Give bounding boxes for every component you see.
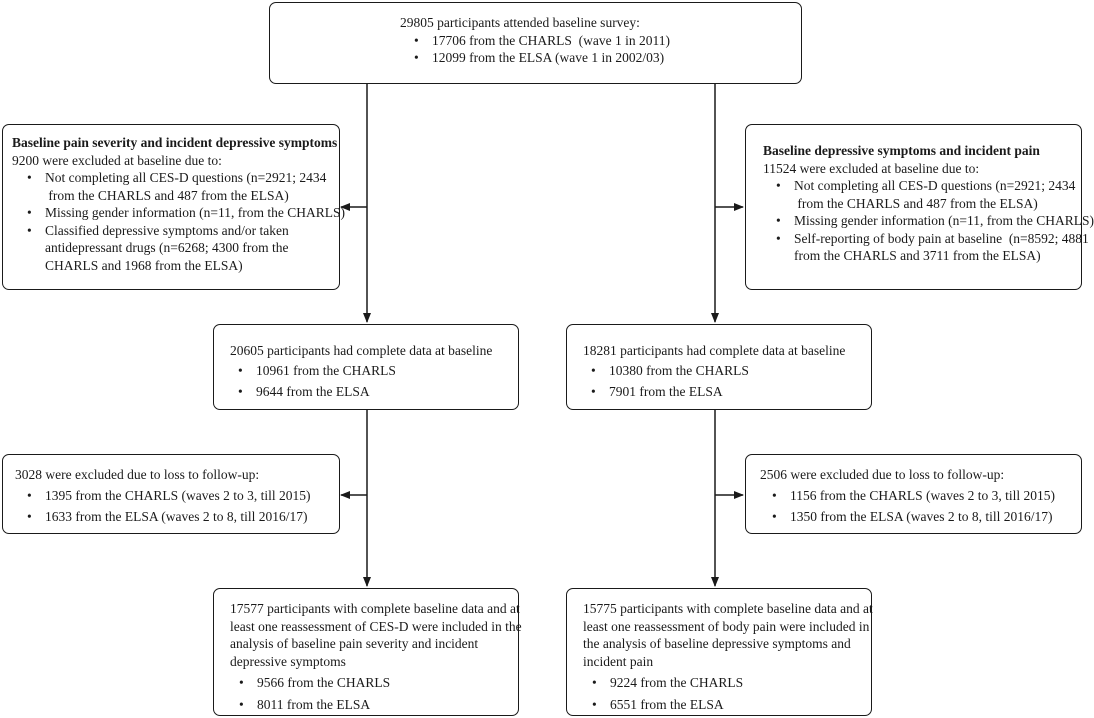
bullet-list: Not completing all CES-D questions (n=29… [776, 177, 1094, 265]
list-item: 17706 from the CHARLS (wave 1 in 2011) [414, 32, 801, 50]
list-item: 9224 from the CHARLS [592, 674, 871, 692]
box-header: 2506 were excluded due to loss to follow… [760, 467, 1005, 482]
list-item: 10961 from the CHARLS [238, 362, 518, 380]
list-item: 10380 from the CHARLS [591, 362, 871, 380]
left-exclusion-box: Baseline pain severity and incident depr… [2, 124, 345, 290]
list-item: 9644 from the ELSA [238, 383, 518, 401]
list-item: 8011 from the ELSA [239, 696, 518, 714]
box-header: 29805 participants attended baseline sur… [400, 15, 640, 30]
left-loss-to-followup-box: 3028 were excluded due to loss to follow… [2, 454, 340, 534]
list-item: 1633 from the ELSA (waves 2 to 8, till 2… [27, 508, 339, 526]
right-loss-to-followup-box: 2506 were excluded due to loss to follow… [745, 454, 1082, 534]
baseline-survey-box: 29805 participants attended baseline sur… [269, 2, 802, 84]
list-item: 1350 from the ELSA (waves 2 to 8, till 2… [772, 508, 1081, 526]
bullet-list: 17706 from the CHARLS (wave 1 in 2011) 1… [414, 32, 801, 67]
list-item: 12099 from the ELSA (wave 1 in 2002/03) [414, 49, 801, 67]
list-item: Missing gender information (n=11, from t… [776, 212, 1094, 230]
list-item: Classified depressive symptoms and/or ta… [27, 222, 339, 275]
left-complete-data-box: 20605 participants had complete data at … [213, 324, 519, 410]
box-title: Baseline depressive symptoms and inciden… [763, 143, 1040, 158]
list-item: Self-reporting of body pain at baseline … [776, 230, 1089, 265]
bullet-list: 1395 from the CHARLS (waves 2 to 3, till… [27, 487, 339, 526]
list-item: Not completing all CES-D questions (n=29… [27, 169, 339, 204]
right-final-analysis-box: 15775 participants with complete baselin… [566, 588, 873, 716]
list-item: 6551 from the ELSA [592, 696, 871, 714]
right-exclusion-box: Baseline depressive symptoms and inciden… [745, 124, 1094, 290]
list-item: 1395 from the CHARLS (waves 2 to 3, till… [27, 487, 339, 505]
box-header: 18281 participants had complete data at … [583, 343, 846, 358]
bullet-list: 1156 from the CHARLS (waves 2 to 3, till… [772, 487, 1081, 526]
list-item: Not completing all CES-D questions (n=29… [776, 177, 1081, 212]
list-item: 7901 from the ELSA [591, 383, 871, 401]
box-header: 9200 were excluded at baseline due to: [12, 152, 222, 168]
left-final-analysis-box: 17577 participants with complete baselin… [213, 588, 522, 716]
bullet-list: 9224 from the CHARLS 6551 from the ELSA [592, 674, 871, 714]
box-header: 20605 participants had complete data at … [230, 343, 493, 358]
bullet-list: Not completing all CES-D questions (n=29… [27, 169, 345, 275]
box-header: 11524 were excluded at baseline due to: [763, 160, 980, 176]
box-header: 17577 participants with complete baselin… [230, 601, 522, 669]
bullet-list: 9566 from the CHARLS 8011 from the ELSA [239, 674, 518, 714]
bullet-list: 10380 from the CHARLS 7901 from the ELSA [591, 362, 871, 401]
right-complete-data-box: 18281 participants had complete data at … [566, 324, 872, 410]
box-header: 3028 were excluded due to loss to follow… [15, 467, 260, 482]
box-title: Baseline pain severity and incident depr… [12, 135, 338, 150]
box-header: 15775 participants with complete baselin… [583, 601, 873, 669]
bullet-list: 10961 from the CHARLS 9644 from the ELSA [238, 362, 518, 401]
list-item: 9566 from the CHARLS [239, 674, 518, 692]
list-item: 1156 from the CHARLS (waves 2 to 3, till… [772, 487, 1081, 505]
list-item: Missing gender information (n=11, from t… [27, 204, 345, 222]
